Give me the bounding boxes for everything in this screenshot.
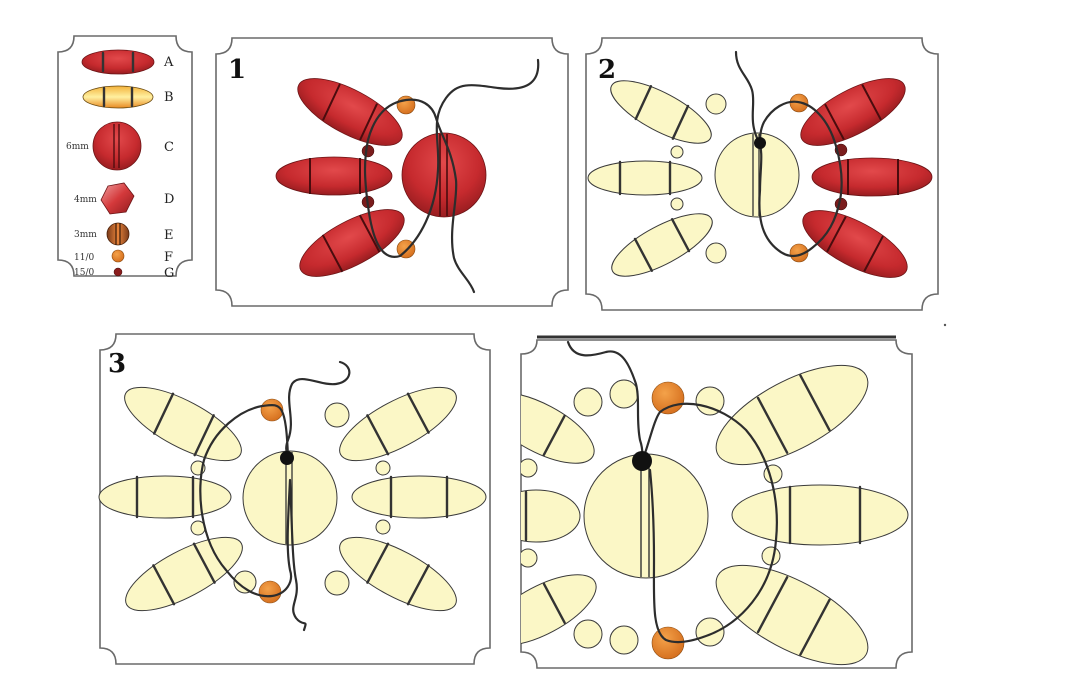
needle-knot-3 <box>280 451 294 465</box>
step-number-3: 3 <box>108 349 126 379</box>
legend-card: A B 6mm C 4mm D 3mm E 11/0 F 15/0 G <box>57 35 193 281</box>
step-panel-4 <box>520 335 913 669</box>
thread-3 <box>199 360 351 632</box>
needle-knot-4 <box>632 451 652 471</box>
bead-a-swatch <box>81 49 155 75</box>
legend-size-g: 15/0 <box>74 268 94 278</box>
legend-size-e: 3mm <box>74 230 97 240</box>
step-number-2: 2 <box>598 55 616 85</box>
thread-1 <box>363 58 540 294</box>
step-panel-2: 2 <box>585 37 939 311</box>
bead-b-swatch <box>82 85 154 109</box>
thread-2 <box>734 50 843 257</box>
legend-letter-d: D <box>164 192 174 207</box>
legend-size-c: 6mm <box>66 142 89 152</box>
bead-g-swatch <box>113 267 123 277</box>
legend-size-d: 4mm <box>74 195 97 205</box>
bead-f-swatch <box>111 249 125 263</box>
legend-letter-f: F <box>164 250 173 265</box>
bead-c-swatch <box>92 121 142 171</box>
legend-size-f: 11/0 <box>74 253 94 263</box>
panel-1-frame <box>215 37 569 307</box>
legend-letter-c: C <box>164 140 174 155</box>
step-panel-3: 3 <box>98 333 491 665</box>
step-panel-1: 1 <box>215 37 569 307</box>
bead-e-swatch <box>106 222 130 246</box>
legend-letter-g: G <box>164 266 174 281</box>
legend-letter-e: E <box>164 228 174 243</box>
bead-d-swatch <box>100 182 135 215</box>
stray-mark <box>943 323 947 327</box>
thread-4 <box>566 340 778 644</box>
legend-letter-a: A <box>163 55 174 70</box>
step-number-1: 1 <box>228 55 246 85</box>
legend-letter-b: B <box>164 90 174 105</box>
needle-knot-2 <box>754 137 766 149</box>
